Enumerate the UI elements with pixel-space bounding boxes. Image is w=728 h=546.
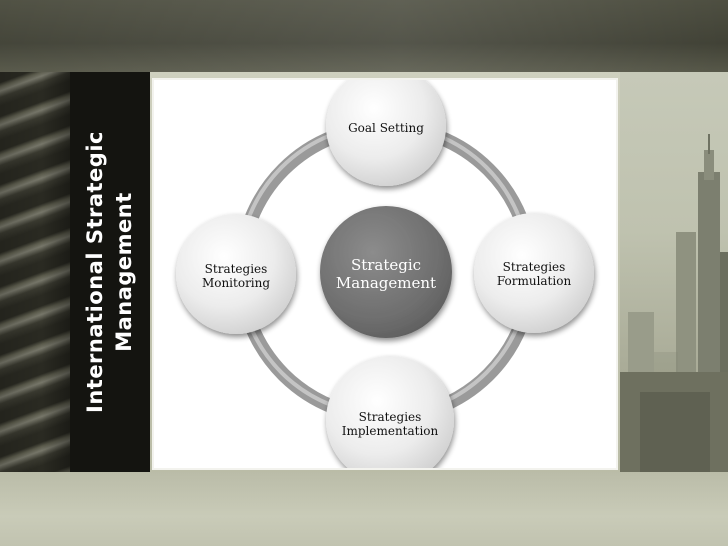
- center-node: [320, 206, 452, 338]
- slide-title-line1: International Strategic: [83, 131, 107, 413]
- bottom-band: [0, 472, 728, 546]
- top-band: [0, 0, 728, 72]
- slide-title-line2: Management: [112, 192, 136, 352]
- node-strategies-implementation: [326, 356, 454, 468]
- node-strategies-monitoring: [176, 214, 296, 334]
- diagram-panel: Goal Setting Strategies Formulation Stra…: [154, 80, 616, 468]
- diagram-graphics: [176, 80, 594, 468]
- slide-title: International Strategic Management: [70, 82, 150, 462]
- city-skyline-image: [620, 72, 728, 472]
- node-goal-setting: [326, 80, 446, 186]
- striped-panel: [0, 72, 70, 472]
- node-strategies-formulation: [474, 213, 594, 333]
- title-bar: [70, 72, 150, 472]
